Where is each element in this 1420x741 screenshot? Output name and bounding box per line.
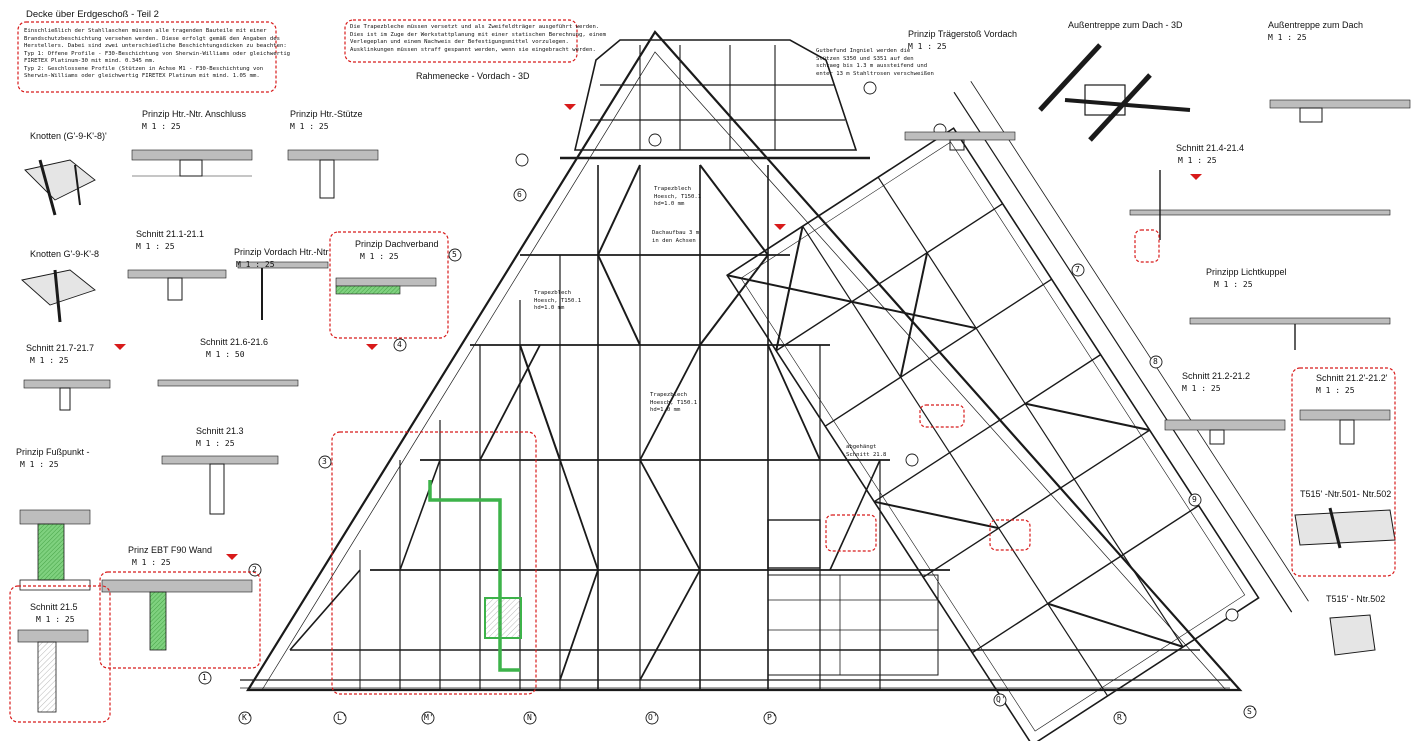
detail-title-fusspunkt: Prinzip Fußpunkt - xyxy=(16,447,90,457)
detail-scale-21-3: M 1 : 25 xyxy=(196,439,235,448)
callout-trapez-1: Trapezblech Hoesch, T150.1 hd=1.0 mm xyxy=(654,186,702,208)
grid-label-n: N' xyxy=(527,713,537,722)
callout-abgehaengt: abgehängt Schnitt 21.8 xyxy=(846,444,887,458)
section-markers xyxy=(114,104,1202,560)
grid-label-o: O' xyxy=(648,713,658,722)
grid-label-6: 6 xyxy=(517,190,522,199)
grid-label-r: R' xyxy=(1117,713,1127,722)
grid-label-k: K' xyxy=(242,713,252,722)
grid-bubbles xyxy=(198,81,1257,725)
fire-protection-note: Einschließlich der Stahllaschen müssen a… xyxy=(24,28,291,80)
callout-gutbefund: Gutbefund Ingniel werden die Stützen S35… xyxy=(816,48,934,77)
detail-scale-traegerstoss: M 1 : 25 xyxy=(908,42,947,51)
detail-scale-htr-ntr: M 1 : 25 xyxy=(142,122,181,131)
grid-label-l: L' xyxy=(337,713,347,722)
grid-label-9: 9 xyxy=(1192,495,1197,504)
detail-scale-vordach: M 1 : 25 xyxy=(236,260,275,269)
detail-title-21-1: Schnitt 21.1-21.1 xyxy=(136,229,205,239)
detail-title-21-4: Schnitt 21.4-21.4 xyxy=(1176,143,1245,153)
callout-kragtraeger: Dachaufbau 3 m in den Achsen xyxy=(652,230,700,244)
roof-wing xyxy=(726,81,1309,741)
detail-title-aussentreppe-3d: Außentreppe zum Dach - 3D xyxy=(1068,20,1183,30)
grid-label-8: 8 xyxy=(1153,357,1158,366)
detail-title-knotten-2: Knotten G'-9-K'-8 xyxy=(30,249,99,259)
detail-title-t515-501: T515' -Ntr.501- Ntr.502 xyxy=(1300,489,1392,499)
grid-label-p: P' xyxy=(767,713,777,722)
detail-title-lichtkuppel: Prinzipp Lichtkuppel xyxy=(1206,267,1287,277)
detail-scale-21-2: M 1 : 25 xyxy=(1182,384,1221,393)
detail-scale-lichtkuppel: M 1 : 25 xyxy=(1214,280,1253,289)
callout-trapez-3: Trapezblech Hoesch, T150.1 hd=1.0 mm xyxy=(650,392,698,414)
detail-title-ebt-f90: Prinz EBT F90 Wand xyxy=(128,545,213,555)
grid-label-7: 7 xyxy=(1075,265,1080,274)
detail-title-traegerstoss: Prinzip Trägerstoß Vordach xyxy=(908,29,1018,39)
detail-scale-21-6: M 1 : 50 xyxy=(206,350,245,359)
detail-scale-21-2-prime: M 1 : 25 xyxy=(1316,386,1355,395)
grid-label-5: 5 xyxy=(452,250,457,259)
grid-label-2: 2 xyxy=(252,565,257,574)
detail-scale-aussentreppe: M 1 : 25 xyxy=(1268,33,1307,42)
trapezoid-note: Die Trapezbleche müssen versetzt und als… xyxy=(350,24,606,53)
grid-label-1: 1 xyxy=(202,673,207,682)
detail-title-21-3: Schnitt 21.3 xyxy=(196,426,244,436)
detail-drawings xyxy=(17,43,1411,713)
detail-title-dachverband: Prinzip Dachverband xyxy=(355,239,439,249)
detail-title-knotten-1: Knotten (G'-9-K'-8)' xyxy=(30,131,107,141)
detail-title-htr-ntr: Prinzip Htr.-Ntr. Anschluss xyxy=(142,109,247,119)
detail-title-21-7: Schnitt 21.7-21.7 xyxy=(26,343,95,353)
detail-title-21-6: Schnitt 21.6-21.6 xyxy=(200,337,269,347)
detail-scale-ebt-f90: M 1 : 25 xyxy=(132,558,171,567)
sheet-title: Decke über Erdgeschoß - Teil 2 xyxy=(26,9,159,20)
detail-title-t515-502: T515' - Ntr.502 xyxy=(1326,594,1386,604)
roof-plan xyxy=(240,30,1243,692)
grid-label-s: S' xyxy=(1247,707,1257,716)
detail-title-htr-stuetze: Prinzip Htr.-Stütze xyxy=(290,109,363,119)
detail-title-vordach: Prinzip Vordach Htr.-Ntr xyxy=(234,247,329,257)
callout-trapez-2: Trapezblech Hoesch, T150.1 hd=1.0 mm xyxy=(534,290,582,312)
detail-scale-htr-stuetze: M 1 : 25 xyxy=(290,122,329,131)
grid-label-q: Q' xyxy=(996,695,1006,704)
detail-title-21-5: Schnitt 21.5 xyxy=(30,602,78,612)
detail-scale-fusspunkt: M 1 : 25 xyxy=(20,460,59,469)
detail-scale-21-1: M 1 : 25 xyxy=(136,242,175,251)
detail-title-21-2: Schnitt 21.2-21.2 xyxy=(1182,371,1251,381)
grid-label-m: M' xyxy=(424,713,434,722)
detail-title-21-2-prime: Schnitt 21.2'-21.2' xyxy=(1316,373,1388,383)
revision-clouds xyxy=(9,19,1396,723)
detail-scale-21-5: M 1 : 25 xyxy=(36,615,75,624)
detail-scale-dachverband: M 1 : 25 xyxy=(360,252,399,261)
detail-scale-21-7: M 1 : 25 xyxy=(30,356,69,365)
grid-label-3: 3 xyxy=(322,457,327,466)
detail-scale-21-4: M 1 : 25 xyxy=(1178,156,1217,165)
grid-label-4: 4 xyxy=(397,340,402,349)
detail-title-aussentreppe: Außentreppe zum Dach xyxy=(1268,20,1364,30)
detail-title-rahmenecke: Rahmenecke - Vordach - 3D xyxy=(416,71,530,81)
